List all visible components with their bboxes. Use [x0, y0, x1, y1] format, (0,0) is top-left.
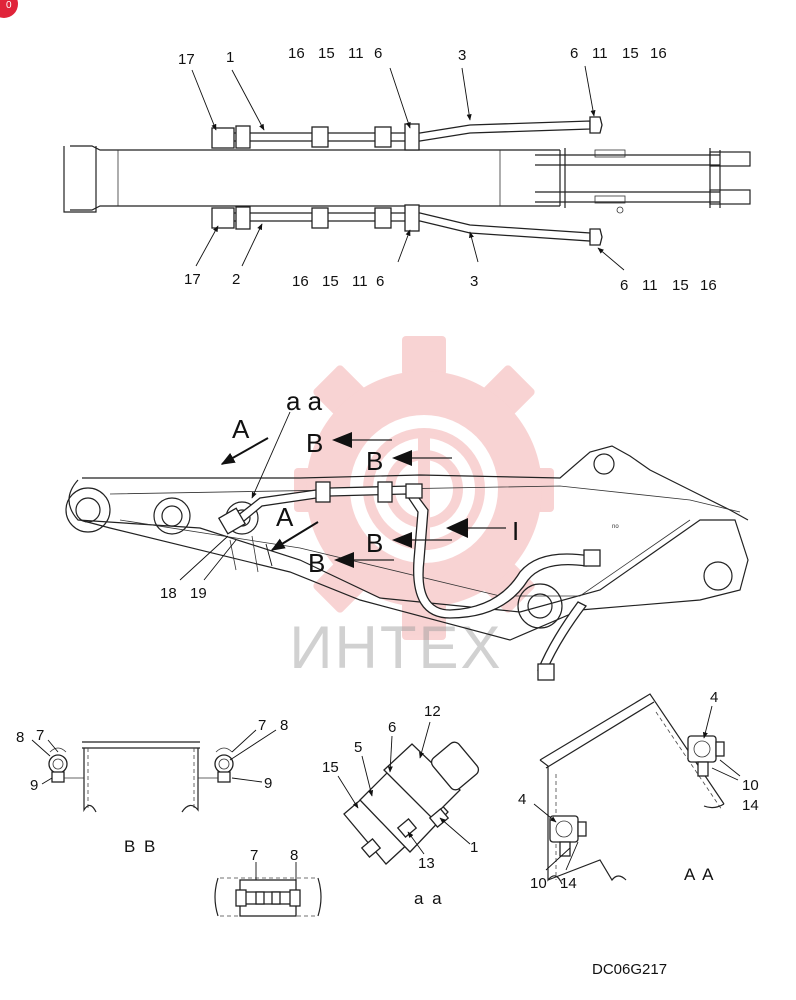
bb-callout-9-left: 9 [30, 777, 38, 794]
clamp-callout-8: 8 [290, 847, 298, 864]
callout-19: 19 [190, 585, 207, 602]
callout-2: 2 [232, 271, 240, 288]
detail-BB-labels: 8 7 7 8 9 9 B B [16, 717, 288, 856]
detail-AA-labels: 4 10 14 4 10 14 A A [518, 689, 759, 892]
detail-aa-caption: a a [414, 889, 444, 908]
callout-6-lower-left: 6 [376, 273, 384, 290]
bb-callout-7-left: 7 [36, 727, 44, 744]
callout-11-upper-right: 11 [592, 45, 608, 62]
bb-callout-9-right: 9 [264, 775, 272, 792]
detail-clamp-78-labels: 7 8 [250, 847, 298, 864]
bb-callout-7-right: 7 [258, 717, 266, 734]
detail-AA [533, 693, 741, 885]
callout-6-upper-left: 6 [374, 45, 382, 62]
detail-BB-caption: B B [124, 837, 157, 856]
view-arrow-A-small-label: A [276, 502, 294, 532]
view-arrow-A-label: A [232, 414, 250, 444]
aa-callout-6: 6 [388, 719, 396, 736]
AA-callout-14-upper: 14 [742, 797, 759, 814]
callout-11-lower-left: 11 [352, 273, 368, 290]
detail-BB [31, 729, 277, 813]
AA-callout-14-lower: 14 [560, 875, 577, 892]
top-view [63, 65, 751, 271]
callout-15-upper-left: 15 [318, 45, 335, 62]
callout-15-upper-right: 15 [622, 45, 639, 62]
aa-callout-5: 5 [354, 739, 362, 756]
svg-text:0: 0 [6, 0, 12, 11]
section-B-label-3: B [366, 528, 383, 558]
callout-11-upper-left: 11 [348, 45, 364, 62]
callout-6-lower-right: 6 [620, 277, 628, 294]
callout-3-upper: 3 [458, 47, 466, 64]
callout-17-upper: 17 [178, 51, 195, 68]
callout-15-lower-right: 15 [672, 277, 689, 294]
callout-11-lower-right: 11 [642, 277, 658, 294]
AA-callout-4-upper: 4 [710, 689, 718, 706]
detail-AA-caption: A A [684, 865, 716, 884]
svg-text:no: no [612, 524, 619, 530]
AA-callout-4-lower: 4 [518, 791, 526, 808]
callout-15-lower-left: 15 [322, 273, 339, 290]
top-view-lower-labels: 17 2 16 15 11 6 3 6 11 15 16 [184, 271, 717, 294]
section-I-label: I [512, 516, 519, 546]
top-view-upper-labels: 17 1 16 15 11 6 3 6 11 15 16 [178, 45, 667, 68]
drawing-code: DC06G217 [592, 961, 667, 978]
section-B-label-2: B [366, 446, 383, 476]
clamp-callout-7: 7 [250, 847, 258, 864]
section-B-label-4: B [308, 548, 325, 578]
aa-callout-15: 15 [322, 759, 339, 776]
callout-16-upper-right: 16 [650, 45, 667, 62]
AA-callout-10-lower: 10 [530, 875, 547, 892]
section-aa-label: a a [286, 386, 323, 416]
callout-1: 1 [226, 49, 234, 66]
detail-aa-labels: 6 12 5 15 13 1 a a [322, 703, 478, 908]
callout-3-lower: 3 [470, 273, 478, 290]
bb-callout-8-left: 8 [16, 729, 24, 746]
aa-callout-12: 12 [424, 703, 441, 720]
callout-16-lower-right: 16 [700, 277, 717, 294]
callout-6-upper-right: 6 [570, 45, 578, 62]
corner-badge: 0 [0, 0, 18, 18]
side-view-labels: A a a A B B B B I 18 19 [160, 386, 519, 602]
detail-aa [337, 721, 480, 865]
section-B-label-1: B [306, 428, 323, 458]
side-view: no [65, 411, 749, 681]
bb-callout-8-right: 8 [280, 717, 288, 734]
callout-18: 18 [160, 585, 177, 602]
callout-17-lower: 17 [184, 271, 201, 288]
callout-16-upper-left: 16 [288, 45, 305, 62]
aa-callout-1: 1 [470, 839, 478, 856]
aa-callout-13: 13 [418, 855, 435, 872]
detail-clamp-78 [214, 862, 322, 917]
callout-16-lower-left: 16 [292, 273, 309, 290]
watermark-text: ИНТЕХ [289, 614, 502, 681]
AA-callout-10-upper: 10 [742, 777, 759, 794]
